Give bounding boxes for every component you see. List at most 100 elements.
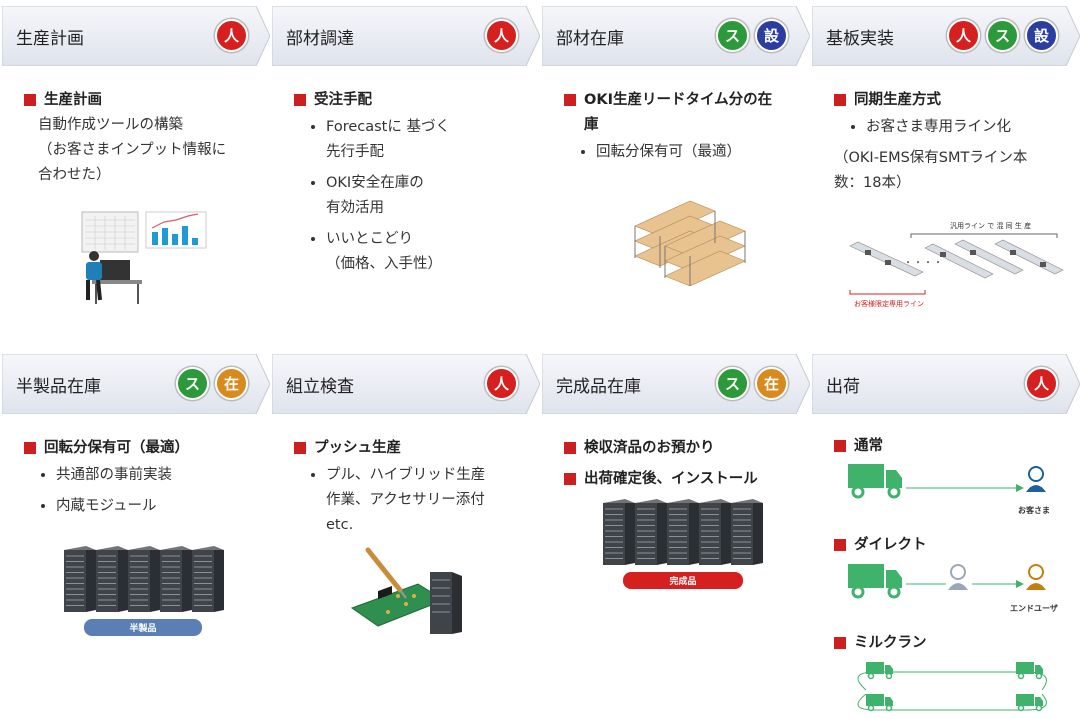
person-badge: 人 (485, 19, 518, 52)
shipping-method-label: 通常 (854, 438, 883, 454)
step-content: 生産計画自動作成ツールの構築（お客さまインプット情報に合わせた） (24, 88, 268, 188)
step-column: 半製品在庫 ス在 回転分保有可（最適）共通部の事前実装内蔵モジュール (2, 354, 270, 684)
step-content: OKI生産リードタイム分の在庫回転分保有可（最適） (564, 88, 808, 171)
step-heading: 出荷確定後、インストール (564, 467, 808, 492)
step-bullets: 共通部の事前実装内蔵モジュール (24, 463, 268, 519)
step-heading: 受注手配 (294, 88, 538, 113)
server-rack-illustration (603, 499, 763, 565)
semi-finished-label: 半製品 (84, 619, 202, 636)
step-title: 生産計画 (16, 29, 84, 49)
badge-group: ス在 (716, 367, 788, 400)
step-column: 部材調達 人 受注手配Forecastに 基づく先行手配OKI安全在庫の有効活用… (272, 6, 540, 336)
step-header: 基板実装 人ス設 (812, 6, 1080, 66)
badge-group: ス在 (176, 367, 248, 400)
bullet-square-icon (294, 442, 306, 454)
step-header: 出荷 人 (812, 354, 1080, 414)
line-top-label: 汎用ライン で 混 同 生 産 (950, 222, 1032, 230)
step-title: 組立検査 (286, 377, 354, 397)
equipment-badge: 設 (1025, 19, 1058, 52)
bullet-square-icon (564, 473, 576, 485)
shipping-method-heading: 通常 (834, 436, 883, 456)
server-rack-illustration (64, 546, 224, 612)
step-heading: 検収済品のお預かり (564, 436, 808, 461)
svg-text:・・・・: ・・・・ (903, 258, 943, 269)
bullet-square-icon (294, 94, 306, 106)
bullet-square-icon (564, 94, 576, 106)
step-header: 半製品在庫 ス在 (2, 354, 270, 414)
bullet-square-icon (564, 442, 576, 454)
badge-group: 人 (485, 19, 518, 52)
list-item: いいとこどり（価格、入手性） (326, 227, 538, 277)
normal-shipping-icon (848, 464, 1046, 499)
step-column: 出荷 人 (812, 354, 1080, 684)
step-title: 基板実装 (826, 29, 894, 49)
step-title: 完成品在庫 (556, 377, 641, 397)
step-header: 部材在庫 ス設 (542, 6, 810, 66)
shipping-method-heading: ダイレクト (834, 535, 927, 555)
step-bullets: Forecastに 基づく先行手配OKI安全在庫の有効活用いいとこどり（価格、入… (294, 115, 538, 277)
bullet-square-icon (24, 442, 36, 454)
planning-illustration (81, 211, 207, 304)
badge-group: 人ス設 (947, 19, 1058, 52)
step-bullets: お客さま専用ライン化 (834, 115, 1078, 140)
step-heading: OKI生産リードタイム分の在庫 (564, 88, 808, 138)
inventory-badge: 在 (215, 367, 248, 400)
list-item: 回転分保有可（最適） (596, 140, 808, 165)
shipping-method-heading: ミルクラン (834, 633, 927, 653)
step-header: 生産計画 人 (2, 6, 270, 66)
inventory-badge: 在 (755, 367, 788, 400)
smt-line-illustration: ・・・・ (849, 233, 1064, 295)
badge-group: 人 (485, 367, 518, 400)
system-badge: ス (716, 367, 749, 400)
line-bottom-label: お客様限定専用ライン (854, 300, 924, 308)
step-content: 検収済品のお預かり出荷確定後、インストール (564, 436, 808, 492)
step-column: 生産計画 人 生産計画自動作成ツールの構築（お客さまインプット情報に合わせた） (2, 6, 270, 336)
badge-group: 人 (215, 19, 248, 52)
person-badge: 人 (485, 367, 518, 400)
bullet-square-icon (834, 539, 846, 551)
step-title: 出荷 (826, 377, 860, 397)
step-column: 部材在庫 ス設 OKI生産リードタイム分の在庫回転分保有可（最適） (542, 6, 810, 336)
list-item: お客さま専用ライン化 (866, 115, 1078, 140)
equipment-badge: 設 (755, 19, 788, 52)
step-content: 受注手配Forecastに 基づく先行手配OKI安全在庫の有効活用いいとこどり（… (294, 88, 538, 283)
step-heading: 同期生産方式 (834, 88, 1078, 113)
step-heading: 生産計画 (24, 88, 268, 113)
step-title: 部材調達 (286, 29, 354, 49)
step-content: 回転分保有可（最適）共通部の事前実装内蔵モジュール (24, 436, 268, 525)
person-badge: 人 (1025, 367, 1058, 400)
step-header: 組立検査 人 (272, 354, 540, 414)
person-badge: 人 (215, 19, 248, 52)
step-description: （OKI-EMS保有SMTライン本数：18本） (834, 150, 1028, 191)
milk-run-icon (857, 662, 1047, 712)
system-badge: ス (986, 19, 1019, 52)
bullet-square-icon (834, 94, 846, 106)
step-header: 部材調達 人 (272, 6, 540, 66)
step-title: 半製品在庫 (16, 377, 101, 397)
list-item: 共通部の事前実装 (56, 463, 268, 488)
finished-goods-label: 完成品 (623, 572, 743, 589)
step-header: 完成品在庫 ス在 (542, 354, 810, 414)
step-bullets: 回転分保有可（最適） (564, 140, 808, 165)
bullet-square-icon (24, 94, 36, 106)
system-badge: ス (176, 367, 209, 400)
destination-label: お客さま (1018, 506, 1050, 515)
bullet-square-icon (834, 637, 846, 649)
destination-label: エンドユーザ (1010, 604, 1058, 613)
badge-group: 人 (1025, 367, 1058, 400)
step-heading: 回転分保有可（最適） (24, 436, 268, 461)
step-heading: プッシュ生産 (294, 436, 538, 461)
direct-shipping-icon (848, 564, 1046, 599)
step-column: 基板実装 人ス設 同期生産方式お客さま専用ライン化 （OKI-EMS保有SMTライ… (812, 6, 1080, 336)
step-title: 部材在庫 (556, 29, 624, 49)
shipping-method-label: ダイレクト (854, 537, 927, 553)
system-badge: ス (716, 19, 749, 52)
pcb-assembly-illustration (350, 547, 462, 634)
step-description: 自動作成ツールの構築（お客さまインプット情報に合わせた） (38, 117, 227, 183)
